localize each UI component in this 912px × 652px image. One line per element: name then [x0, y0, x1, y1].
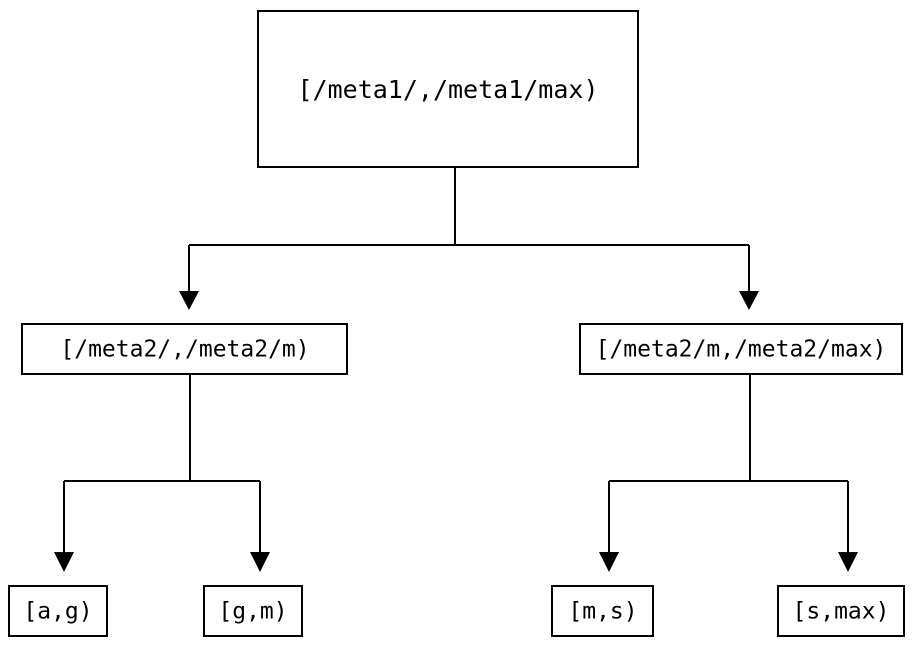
node-mid-left-label: [/meta2/,/meta2/m)	[60, 337, 309, 363]
node-leaf-s-max[interactable]: [s,max)	[776, 584, 906, 638]
edge-group-mid-left	[54, 374, 270, 572]
node-root-box[interactable]	[256, 9, 640, 169]
node-leaf-g-m-label: [g,m)	[218, 599, 287, 625]
node-leaf-g-m-box[interactable]	[202, 584, 304, 638]
edge-group-root	[179, 167, 759, 310]
node-leaf-g-m[interactable]: [g,m)	[202, 584, 304, 638]
node-leaf-m-s-box[interactable]	[550, 584, 655, 638]
node-mid-right-label: [/meta2/m,/meta2/max)	[596, 337, 887, 363]
arrowhead-mid-left-to-leaf1	[54, 552, 74, 572]
node-leaf-m-s-label: [m,s)	[568, 599, 637, 625]
arrowhead-mid-left-to-leaf2	[250, 552, 270, 572]
edge-group-mid-right	[599, 374, 858, 572]
node-root-label: [/meta1/,/meta1/max)	[297, 75, 598, 104]
node-leaf-m-s[interactable]: [m,s)	[550, 584, 655, 638]
node-mid-left[interactable]: [/meta2/,/meta2/m)	[20, 322, 349, 376]
node-leaf-a-g-label: [a,g)	[23, 599, 92, 625]
node-root[interactable]: [/meta1/,/meta1/max)	[256, 9, 640, 169]
node-mid-right-box[interactable]	[578, 322, 904, 376]
arrowhead-mid-right-to-leaf3	[599, 552, 619, 572]
arrowhead-root-to-mid-right	[739, 291, 759, 310]
node-mid-right[interactable]: [/meta2/m,/meta2/max)	[578, 322, 904, 376]
arrowhead-root-to-mid-left	[179, 291, 199, 310]
node-leaf-a-g-box[interactable]	[7, 584, 109, 638]
node-leaf-a-g[interactable]: [a,g)	[7, 584, 109, 638]
node-leaf-s-max-label: [s,max)	[793, 599, 890, 625]
node-leaf-s-max-box[interactable]	[776, 584, 906, 638]
arrowhead-mid-right-to-leaf4	[838, 552, 858, 572]
node-mid-left-box[interactable]	[20, 322, 349, 376]
